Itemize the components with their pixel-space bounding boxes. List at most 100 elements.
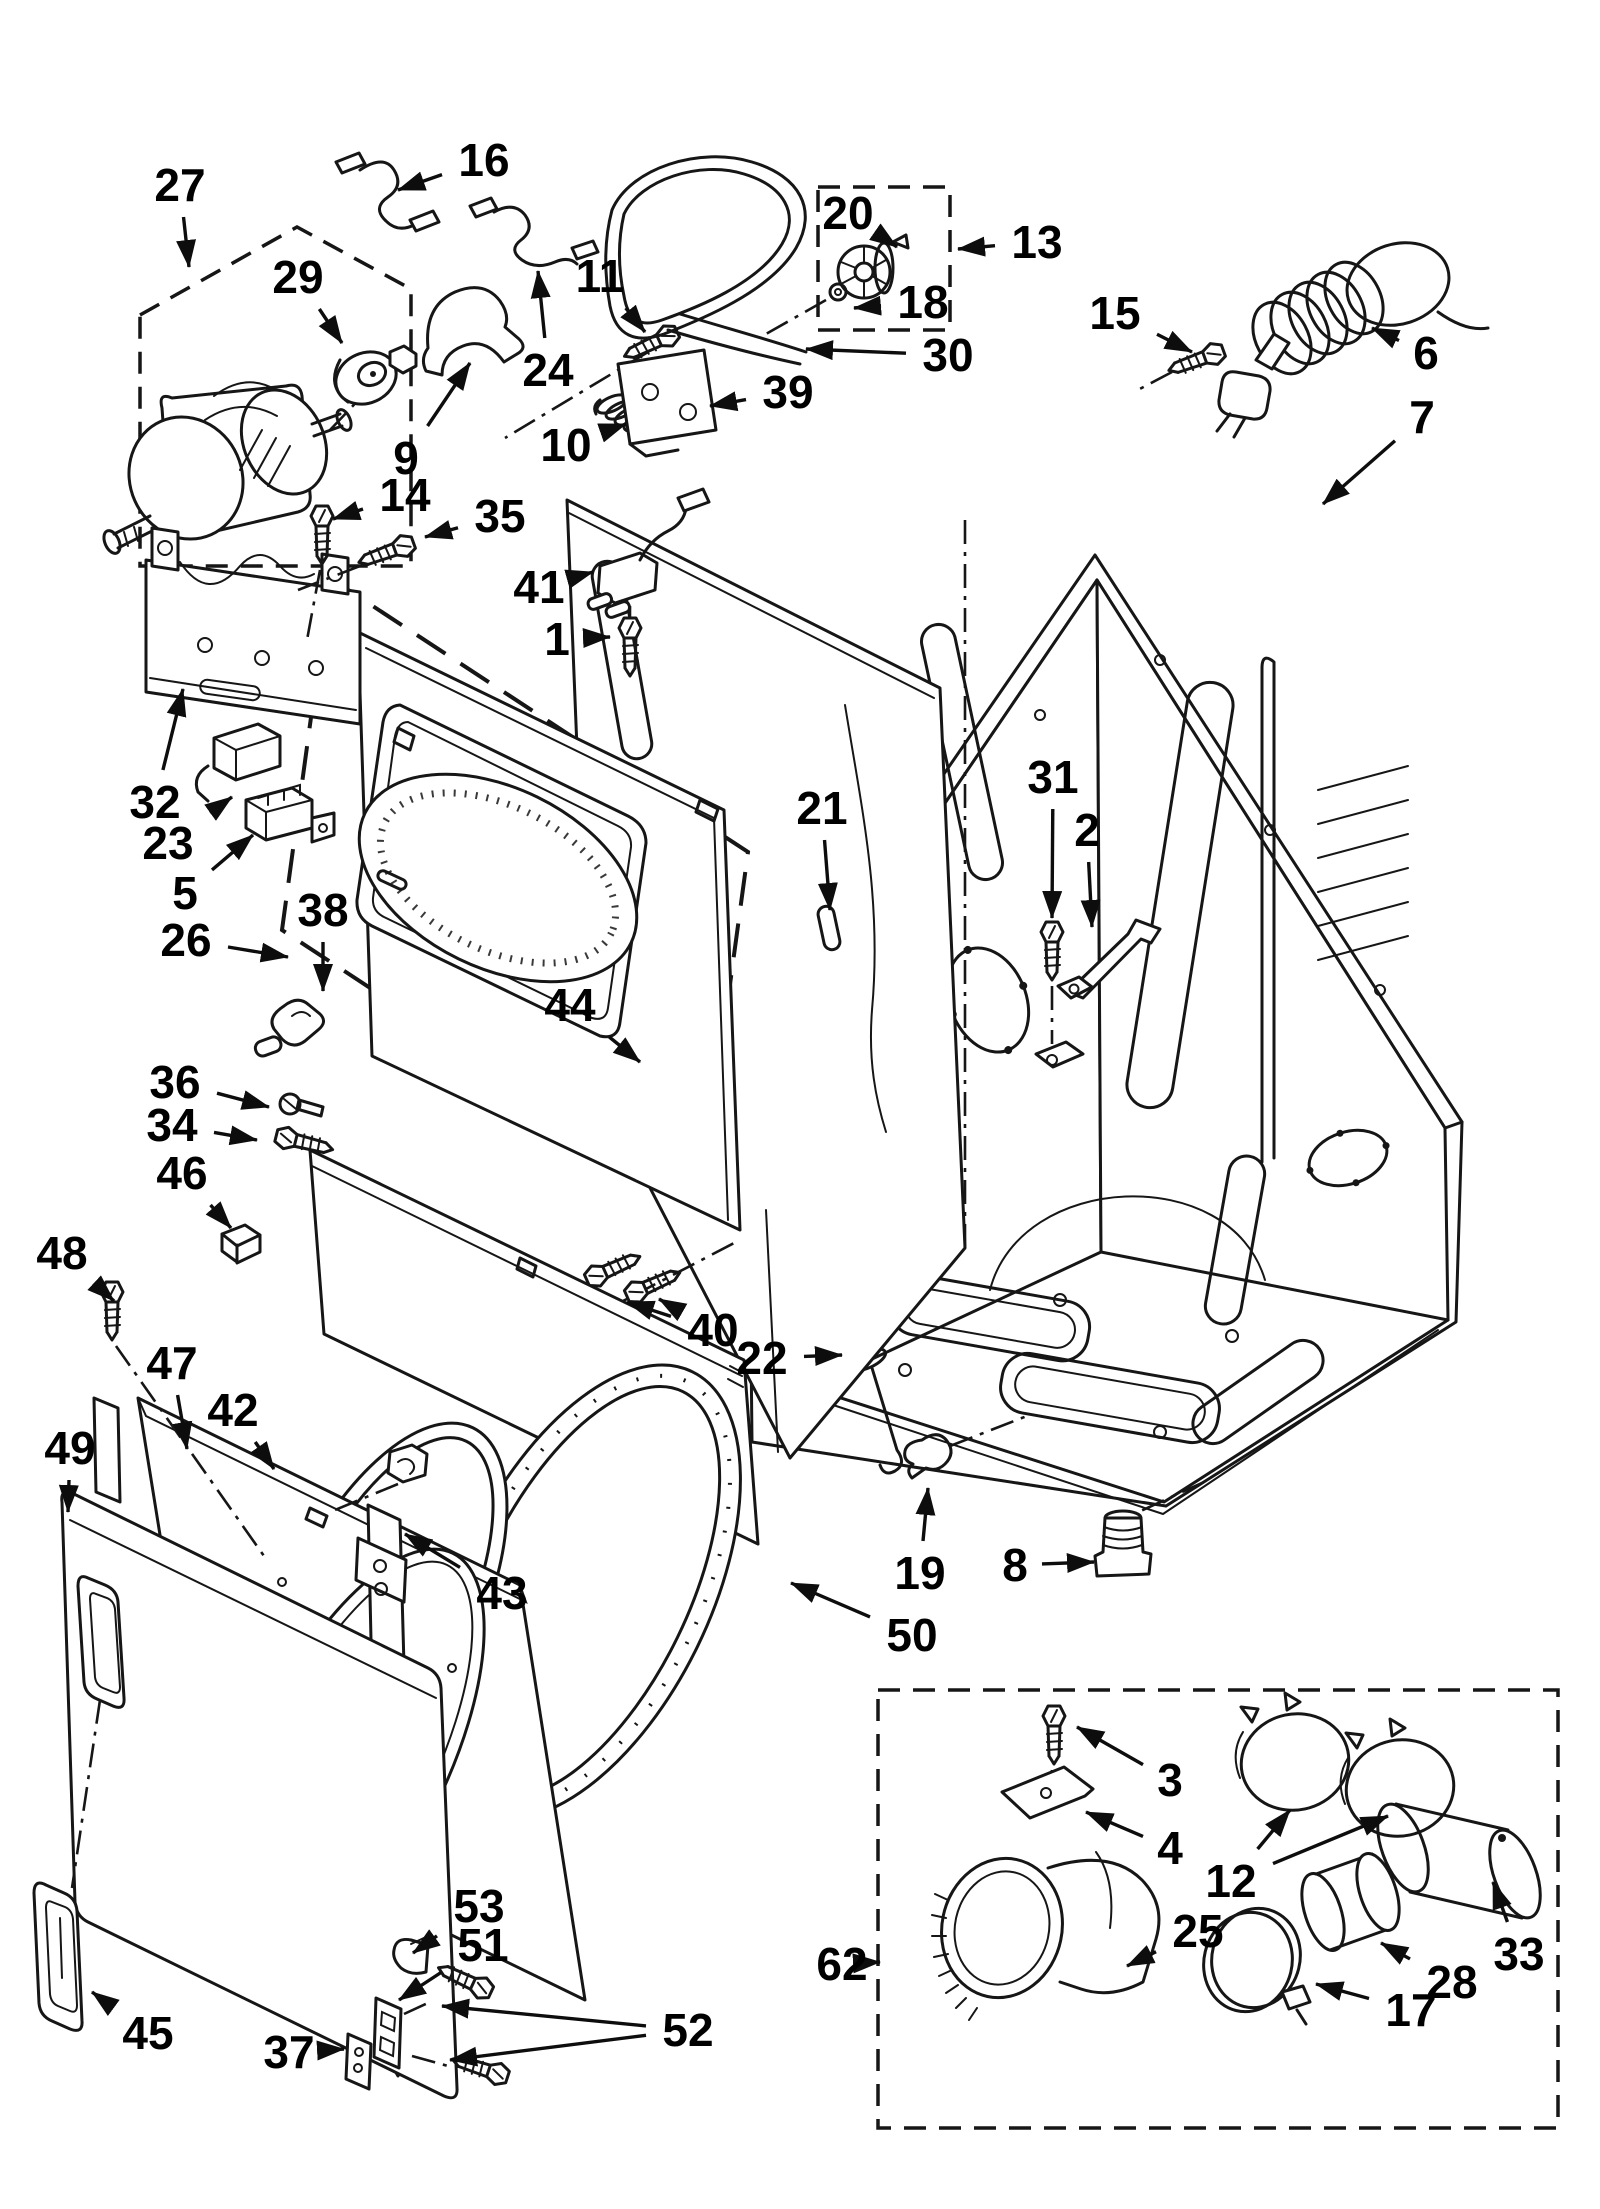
leader-line-50	[790, 1581, 871, 1619]
leader-line-22	[803, 1346, 843, 1367]
part-number-35-screw: 35	[474, 490, 525, 542]
callout-46: 46	[156, 1147, 233, 1230]
part-number-37-hinge-plate: 37	[263, 2026, 314, 2078]
callout-19: 19	[894, 1487, 946, 1599]
part-number-39-idler-bracket: 39	[762, 366, 813, 418]
callout-10: 10	[540, 419, 627, 471]
callout-12: 12	[1205, 1808, 1389, 1907]
callout-52: 52	[441, 1998, 714, 2067]
leader-line-42	[250, 1441, 276, 1470]
part-number-24-wire-harness: 24	[522, 344, 574, 396]
leader-line-27	[176, 216, 196, 268]
leader-line-13	[957, 236, 996, 257]
leader-line-53	[412, 1929, 441, 1955]
part-number-43-clip: 43	[476, 1567, 527, 1619]
power-cord	[1215, 241, 1490, 439]
leader-line-14	[332, 500, 364, 521]
leader-line-32	[161, 688, 187, 771]
callout-14: 14	[332, 469, 431, 521]
callout-25: 25	[1126, 1905, 1224, 1968]
part-number-13-idler-pulley-group: 13	[1011, 216, 1062, 268]
washer-18	[828, 282, 848, 302]
part-number-46-clip: 46	[156, 1147, 207, 1199]
part-number-51-door-hinge: 51	[457, 1919, 508, 1971]
leader-line-45	[90, 1990, 120, 2017]
callout-5: 5	[172, 833, 255, 919]
base-pan	[888, 1195, 1325, 1446]
leader-line-10	[597, 422, 627, 443]
clip-46	[220, 1223, 262, 1265]
vent-kit-group	[876, 1688, 1560, 2130]
part-number-8-leveling-leg: 8	[1002, 1539, 1028, 1591]
callout-44: 44	[544, 979, 642, 1064]
callout-3: 3	[1076, 1725, 1183, 1806]
leader-line-29	[317, 308, 344, 344]
part-number-47-door-inner-panel: 47	[146, 1337, 197, 1389]
part-number-23-door-switch: 23	[142, 817, 193, 869]
part-number-27-motor-assembly-group: 27	[154, 159, 205, 211]
callout-62: 62	[816, 1938, 881, 1990]
leader-line-46	[205, 1201, 233, 1230]
part-number-15-screw: 15	[1089, 287, 1140, 339]
part-number-53-clip: 53	[453, 1880, 504, 1932]
callout-50: 50	[790, 1581, 938, 1661]
part-number-32-motor-bracket: 32	[129, 776, 180, 828]
callout-38: 38	[297, 884, 349, 992]
callout-8: 8	[1002, 1539, 1095, 1591]
callout-49: 49	[44, 1422, 96, 1513]
part-number-44-window-felt-seal: 44	[544, 979, 596, 1031]
part-number-50-lower-access-panel: 50	[886, 1609, 937, 1661]
clip-43	[329, 1443, 429, 1514]
part-number-25-vent-elbow: 25	[1172, 1905, 1223, 1957]
hose-clamp	[1202, 1906, 1312, 2026]
part-number-22-tension-spring: 22	[736, 1332, 787, 1384]
callout-29: 29	[272, 251, 344, 344]
vent-elbow	[931, 1851, 1161, 2021]
part-number-12-vent-caps: 12	[1205, 1855, 1256, 1907]
thermal-fuse	[586, 487, 711, 622]
door-handle	[32, 1881, 84, 2032]
leader-line-39	[709, 391, 747, 412]
leader-line-23	[204, 795, 233, 821]
callout-6: 6	[1371, 326, 1439, 379]
callout-35: 35	[424, 490, 526, 542]
leader-line-49	[58, 1479, 79, 1513]
part-number-16-wire-harness: 16	[458, 134, 509, 186]
callout-7: 7	[1321, 391, 1435, 506]
part-number-5-terminal-block: 5	[172, 867, 198, 919]
part-number-10-idler-spring: 10	[540, 419, 591, 471]
callout-37: 37	[263, 2026, 345, 2078]
part-number-40-panel-screws: 40	[687, 1304, 738, 1356]
callout-33: 33	[1491, 1881, 1545, 1980]
motor-bracket	[144, 526, 362, 726]
part-number-21-seal-strip: 21	[796, 782, 847, 834]
callout-32: 32	[129, 688, 187, 828]
leader-line-35	[424, 520, 459, 540]
part-number-34-screw: 34	[146, 1099, 198, 1151]
part-number-38-clip: 38	[297, 884, 348, 936]
part-number-30-drive-belt: 30	[922, 329, 973, 381]
callout-4: 4	[1085, 1810, 1183, 1874]
clip-38	[253, 998, 325, 1058]
leader-line-12	[1256, 1808, 1292, 1851]
door-hinge-parts	[344, 1936, 513, 2091]
part-number-42-door-gasket: 42	[207, 1384, 258, 1436]
callout-36: 36	[149, 1056, 270, 1110]
leader-line-25	[1126, 1945, 1157, 1968]
part-number-4-cover-plate: 4	[1157, 1822, 1183, 1874]
support-bracket-2	[1056, 918, 1162, 1000]
leader-line-41	[564, 569, 594, 589]
motor-pulley	[333, 344, 418, 406]
callout-9: 9	[393, 362, 472, 484]
vent-cap-b	[1339, 1717, 1456, 1838]
callout-39: 39	[709, 366, 814, 418]
part-number-45-door-handle: 45	[122, 2007, 173, 2059]
terminal-block	[244, 783, 336, 844]
vent-cap-a	[1234, 1691, 1351, 1812]
part-number-29-motor-pulley: 29	[272, 251, 323, 303]
callout-42: 42	[207, 1384, 276, 1470]
leader-line-48	[87, 1275, 116, 1303]
callout-22: 22	[736, 1332, 843, 1384]
